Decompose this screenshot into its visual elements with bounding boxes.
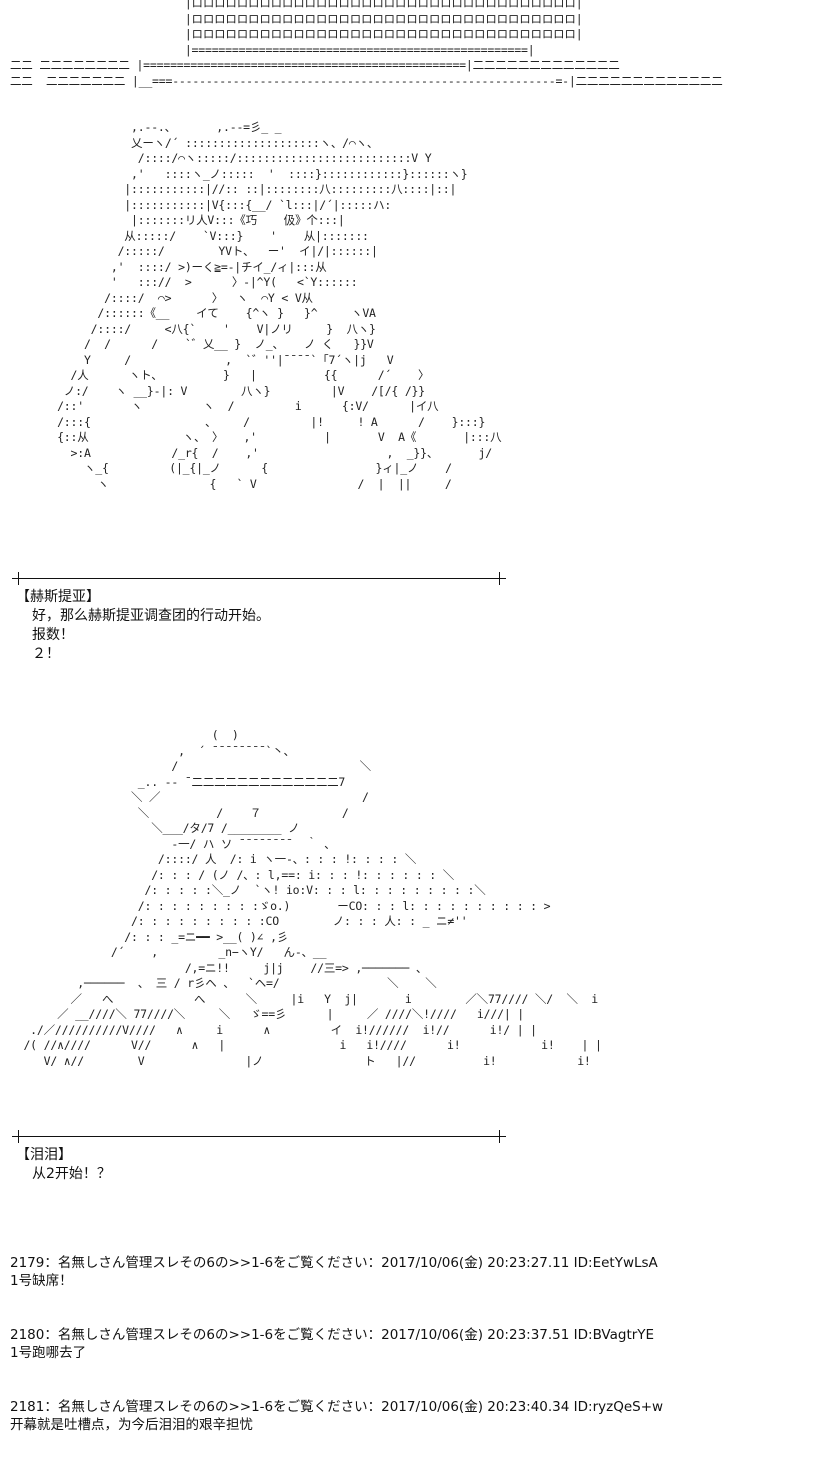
post-header: 2179：名無しさん管理スレその6の>>1-6をご覧ください：2017/10/0… [10, 1255, 658, 1271]
ascii-art-line: >:A /_r{ / ,' , _}}、 j/ [10, 445, 493, 460]
ascii-art-line: {::从 ヽ、 〉 ,' | V A《 |:::八 [10, 430, 502, 444]
ascii-art-line: |:::::::::::|//:: ::|::::::::八:::::::::八… [10, 182, 457, 196]
ascii-art-line: _.. -‐ ¯二二二二二二二二二二二二二7 [10, 774, 346, 789]
ascii-art-line: /人 ヽト、 } | {{ /´ 〉 [10, 368, 430, 382]
dialog-line: 从2开始！？ [32, 1166, 111, 1182]
reply-post: 2179：名無しさん管理スレその6の>>1-6をご覧ください：2017/10/0… [10, 1254, 658, 1290]
ascii-art-line: /: : : / (ノ /、: l,==: i: : : !: : : : : … [10, 867, 455, 882]
ascii-art-line: /,=ニ!! j|j //三=> ,─────── 、 [10, 960, 428, 975]
ascii-art-line: , ´ ̄ ̄ ̄ ̄ ̄ ̄ ̄ ̄ `丶、 [10, 743, 295, 758]
speaker-name: 【泪泪】 [16, 1147, 72, 1163]
ascii-art-line: ＼ / ７ / [10, 805, 349, 820]
ascii-art-line: |:::::::::::|V{:::{__/ `l:::|/´|:::::ハ: [10, 197, 392, 212]
dialog-hestia: 【赫斯提亚】 好，那么赫斯提亚调查团的行动开始。 报数！ ２！ [16, 588, 270, 664]
ascii-art-line: ＼___/タ/7 /________ ノ [10, 821, 300, 835]
ascii-art-line: 二二 二二二二二二二 |__===-----------------------… [10, 73, 723, 88]
ascii-art-line: /::::/ <八{` ' V|ノリ } 八ヽ} [10, 321, 376, 336]
ascii-art-line: /::::/ 人 /: i ヽ一-、: : : !: : : : ＼ [10, 852, 417, 866]
ascii-art-line: 从:::::/ `V:::} ' 从|::::::: [10, 228, 369, 243]
dialog-leilei: 【泪泪】 从2开始！？ [16, 1146, 111, 1184]
ascii-art-line: /::' ヽ ヽ / i {:V/ |イ八 [10, 399, 439, 413]
ascii-art-line: /:::::/ YVト、 ー' イ|/|::::::| [10, 244, 378, 258]
ascii-art-leilei: ( ) , ´ ̄ ̄ ̄ ̄ ̄ ̄ ̄ ̄ `丶、 / ＼ _.. -‐ ¯… [10, 728, 602, 1069]
ascii-art-line: / / / `゛乂__ } ノ_、 ノ く }}V [10, 337, 374, 351]
post-header: 2180：名無しさん管理スレその6の>>1-6をご覧ください：2017/10/0… [10, 1327, 655, 1343]
scene-divider [12, 1130, 506, 1143]
reply-post: 2180：名無しさん管理スレその6の>>1-6をご覧ください：2017/10/0… [10, 1326, 654, 1362]
reply-post: 2181：名無しさん管理スレその6の>>1-6をご覧ください：2017/10/0… [10, 1398, 663, 1434]
ascii-art-header: |ロロロロロロロロロロロロロロロロロロロロロロロロロロロロロロロロロロ| |ロロ… [10, 0, 723, 89]
ascii-art-line: ‐一/ ハ ソ ¯¯¯¯¯¯¯¯ ｀ 、 [10, 836, 336, 851]
ascii-art-line: |ロロロロロロロロロロロロロロロロロロロロロロロロロロロロロロロロロロ| [10, 27, 583, 41]
ascii-art-line: ,────── 、 三 / r彡ヘ 、 `ヘ=/ ＼ ＼ [10, 976, 437, 990]
ascii-art-line: Y / , `゛''|¯¯¯¯`「7´ヽ|j V [10, 352, 394, 367]
ascii-art-line: /::::/ ⌒> 〉 ヽ ⌒Y < V从 [10, 290, 313, 305]
ascii-art-line: /: : : : : : : : :ゞo.) ーCO: : : l: : : :… [10, 898, 551, 913]
ascii-art-line: 二二 二二二二二二二二 |===========================… [10, 58, 620, 72]
ascii-art-line: /: : : : :＼_ノ `ヽ! io:V: : : l: : : : : :… [10, 883, 486, 897]
ascii-art-line: /::::::《__ イて {^ヽ } }^ ヽVA [10, 306, 376, 320]
ascii-art-line: ＼ ／ / [10, 790, 369, 804]
ascii-art-line: ,' ::::/ >)ーく≧=-|チイ_/ィ|:::从 [10, 259, 327, 274]
post-body: 1号缺席！ [10, 1273, 73, 1289]
ascii-art-line: /: : : : : : : : : :CO ノ: : : 人: : _ ニ≠'… [10, 914, 468, 928]
ascii-art-line: /:::{ 、 / |! ! A / }:::} [10, 414, 486, 429]
ascii-art-line: 乂ーヽ/´ ::::::::::::::::::::ヽ、/⌒ヽ、 [10, 135, 379, 150]
ascii-art-line: ヽ { ` V / | || / [10, 476, 452, 491]
ascii-art-line: ' :::// > 〉-|^Y( <`Y:::::: [10, 275, 358, 289]
ascii-art-line: |ロロロロロロロロロロロロロロロロロロロロロロロロロロロロロロロロロロ| [10, 0, 583, 10]
ascii-art-line: |:::::::リ人V:::《巧 伋》个:::| [10, 213, 345, 227]
scene-divider [12, 572, 506, 585]
ascii-art-line: /: : : _=ニ━━ >__( )∠ ,彡 [10, 929, 289, 944]
post-header: 2181：名無しさん管理スレその6の>>1-6をご覧ください：2017/10/0… [10, 1399, 664, 1415]
ascii-art-line: ヽ_{ (|_{|_ノ { }ィ|_ノ / [10, 461, 452, 475]
ascii-art-line: / ＼ [10, 759, 371, 773]
ascii-art-line: |=======================================… [10, 42, 535, 57]
ascii-art-line: V/ ∧// V |ノ ト |// i! i! [10, 1053, 591, 1068]
ascii-art-line: /´ , _n−ヽY/ ん-、__ [10, 945, 327, 959]
ascii-art-line: /::::/⌒ヽ:::::/::::::::::::::::::::::::::… [10, 151, 432, 165]
ascii-art-line: ( ) [10, 728, 239, 742]
ascii-art-line: /( //∧//// V// ∧ | i i!//// i! i! | | [10, 1038, 602, 1052]
dialog-line: 好，那么赫斯提亚调查团的行动开始。 [32, 608, 270, 624]
ascii-art-line: ./／//////////V//// ∧ i ∧ イ i!////// i!//… [10, 1022, 537, 1037]
speaker-name: 【赫斯提亚】 [16, 589, 100, 605]
ascii-art-line: ／ __////＼ 77////＼ ＼ ゞ==彡 | ／ ////＼!//// … [10, 1007, 524, 1021]
ascii-art-line: |ロロロロロロロロロロロロロロロロロロロロロロロロロロロロロロロロロロ| [10, 11, 583, 26]
ascii-art-line: ,.--.、 ,.--=彡_ _ [10, 120, 282, 134]
post-body: 1号跑哪去了 [10, 1345, 87, 1361]
ascii-art-line: ／ へ へ ＼ |i Y j| i ／＼77//// ＼/ ＼ i [10, 991, 599, 1006]
ascii-art-hestia: ,.--.、 ,.--=彡_ _ 乂ーヽ/´ :::::::::::::::::… [10, 120, 502, 492]
ascii-art-line: ,' ::::ヽ_ノ::::: ' ::::}::::::::::::}::::… [10, 166, 468, 181]
dialog-line: ２！ [32, 646, 60, 662]
dialog-line: 报数！ [32, 627, 74, 643]
post-body: 开幕就是吐槽点，为今后泪泪的艰辛担忧 [10, 1417, 253, 1433]
ascii-art-line: ノ:/ ヽ __}-|: V 八ヽ} |V /[/{ /}} [10, 383, 425, 398]
